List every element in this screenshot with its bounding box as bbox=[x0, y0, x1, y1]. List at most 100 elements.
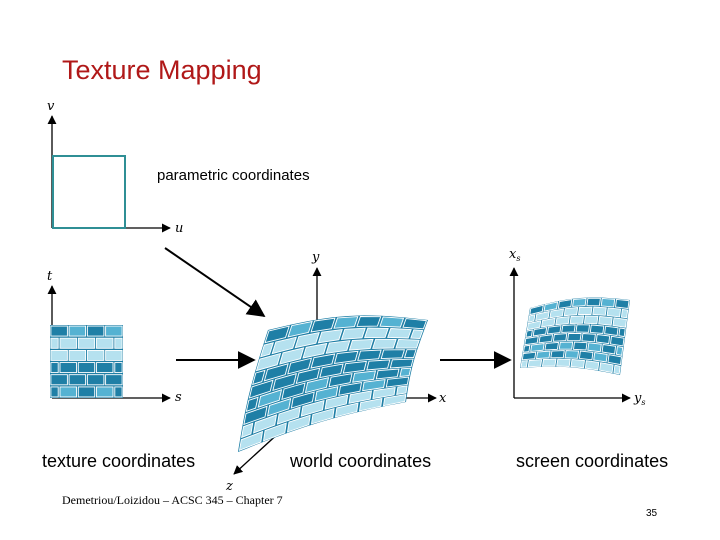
screen-xs-label: xs bbox=[509, 247, 520, 263]
screen-brick bbox=[524, 335, 539, 346]
world-brick bbox=[286, 414, 311, 433]
texture-brick bbox=[50, 362, 59, 374]
world-brick bbox=[294, 332, 320, 349]
world-brick bbox=[348, 390, 373, 404]
texture-brick bbox=[77, 337, 96, 349]
screen-brick bbox=[615, 346, 624, 356]
texture-brick bbox=[96, 386, 114, 398]
screen-brick bbox=[555, 316, 570, 326]
world-brick bbox=[366, 359, 391, 371]
world-brick bbox=[362, 379, 386, 392]
screen-brick bbox=[543, 301, 559, 312]
world-brick bbox=[380, 349, 406, 360]
texture-brick bbox=[114, 386, 123, 398]
world-brick bbox=[389, 358, 414, 369]
world-brick bbox=[410, 329, 424, 339]
world-brick bbox=[328, 373, 353, 388]
world-brick bbox=[238, 430, 264, 452]
world-brick bbox=[379, 316, 405, 328]
world-brick bbox=[342, 360, 367, 374]
screen-brick bbox=[577, 306, 593, 315]
screen-brick bbox=[527, 359, 543, 368]
texture-brick bbox=[105, 374, 123, 386]
screen-brick bbox=[586, 297, 601, 307]
screen-brick bbox=[612, 317, 628, 328]
slide-footer: Demetriou/Loizidou – ACSC 345 – Chapter … bbox=[62, 493, 283, 507]
screen-brick bbox=[620, 308, 629, 319]
screen-brick bbox=[567, 333, 582, 342]
world-brick bbox=[310, 407, 335, 425]
world-brick bbox=[310, 317, 336, 333]
world-brick bbox=[372, 338, 397, 349]
screen-brick bbox=[598, 316, 613, 326]
screen-brick bbox=[583, 315, 599, 325]
world-brick bbox=[304, 377, 330, 394]
screen-brick bbox=[563, 306, 579, 317]
world-brick bbox=[253, 414, 278, 434]
screen-brick bbox=[532, 326, 548, 337]
world-brick bbox=[334, 402, 359, 418]
screen-brick bbox=[600, 297, 616, 308]
screen-brick bbox=[618, 327, 626, 338]
screen-brick bbox=[558, 341, 574, 350]
world-brick bbox=[317, 328, 343, 344]
texture-brick bbox=[59, 362, 77, 374]
screen-brick bbox=[595, 334, 611, 345]
world-brick bbox=[314, 386, 339, 402]
world-brick bbox=[348, 338, 374, 351]
world-brick bbox=[340, 327, 366, 340]
screen-brick bbox=[609, 335, 625, 347]
world-brick bbox=[295, 367, 321, 385]
world-brick bbox=[264, 325, 290, 344]
world-brick bbox=[396, 385, 408, 396]
world-coordinates-label: world coordinates bbox=[290, 451, 432, 471]
screen-brick bbox=[604, 325, 619, 337]
texture-brick bbox=[59, 337, 77, 349]
screen-textured-surface bbox=[520, 297, 630, 375]
slide-title: Texture Mapping bbox=[62, 55, 262, 85]
screen-brick bbox=[587, 342, 602, 353]
world-brick bbox=[375, 368, 400, 380]
texture-s-label: s bbox=[175, 390, 182, 405]
world-x-label: x bbox=[439, 391, 447, 406]
screen-brick bbox=[569, 315, 585, 324]
world-brick bbox=[372, 386, 396, 400]
world-brick bbox=[387, 328, 412, 339]
parametric-coordinates-label: parametric coordinates bbox=[157, 167, 310, 184]
parametric-v-label: v bbox=[47, 99, 55, 114]
world-brick bbox=[287, 320, 313, 338]
world-brick bbox=[260, 342, 274, 358]
texture-coordinates-label: texture coordinates bbox=[42, 451, 196, 471]
world-brick bbox=[281, 382, 306, 401]
world-brick bbox=[262, 422, 287, 442]
world-brick bbox=[257, 389, 283, 408]
world-brick bbox=[252, 369, 266, 386]
screen-axes: xs ys bbox=[509, 247, 645, 407]
texture-brick bbox=[77, 362, 96, 374]
texture-brick bbox=[86, 349, 105, 361]
screen-brick bbox=[527, 314, 536, 323]
world-brick bbox=[319, 363, 344, 379]
screen-brick bbox=[525, 329, 533, 338]
world-brick bbox=[333, 316, 359, 329]
screen-brick bbox=[572, 341, 588, 351]
screen-brick bbox=[581, 333, 596, 343]
world-brick bbox=[338, 382, 363, 396]
world-brick bbox=[324, 394, 349, 410]
page-number: 35 bbox=[646, 508, 658, 519]
parametric-u-label: u bbox=[175, 221, 183, 236]
texture-brick bbox=[114, 362, 123, 374]
world-brick bbox=[356, 316, 382, 327]
texture-t-label: t bbox=[47, 269, 53, 284]
screen-brick bbox=[541, 358, 557, 367]
world-brick bbox=[271, 336, 297, 355]
world-brick bbox=[310, 353, 336, 369]
texture-brick bbox=[68, 325, 87, 337]
world-brick bbox=[402, 318, 428, 330]
world-brick bbox=[279, 347, 305, 365]
screen-coordinates-label: screen coordinates bbox=[516, 451, 669, 471]
texture-brick bbox=[86, 325, 105, 337]
world-brick bbox=[333, 350, 359, 365]
texture-brick bbox=[50, 337, 59, 349]
